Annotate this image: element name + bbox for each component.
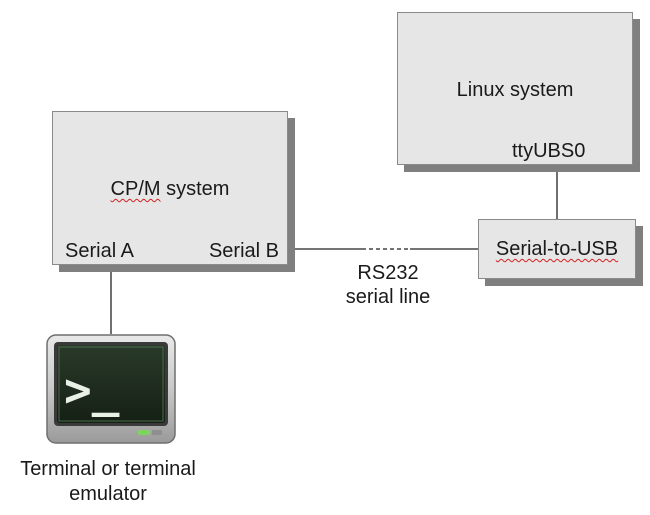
terminal-caption-line2: emulator — [69, 483, 147, 505]
terminal-icon: >_ — [46, 334, 176, 444]
terminal-caption-line1: Terminal or terminal — [20, 458, 196, 480]
linux-system-title: Linux system — [456, 79, 574, 101]
ttyubs0-label: ttyUBS0 — [512, 140, 586, 162]
cpm-title-suffix: system — [160, 178, 230, 200]
serial-to-usb-label: Serial-to-USB — [495, 238, 619, 260]
linux-system-box: Linux system ttyUBS0 — [397, 12, 633, 165]
rs232-label: RS232 serial line — [320, 262, 456, 308]
terminal-caption: Terminal or terminal emulator — [0, 458, 216, 505]
serial-b-label: Serial B — [208, 240, 279, 262]
terminal-prompt: >_ — [64, 363, 120, 417]
serial-to-usb-box: Serial-to-USB — [478, 219, 636, 279]
rs232-line2: serial line — [345, 286, 431, 308]
rs232-line1: RS232 — [357, 262, 419, 284]
cpm-system-box: CP/M system Serial A Serial B — [52, 111, 288, 265]
serial-a-label: Serial A — [65, 240, 134, 262]
cpm-title-prefix: CP/M — [110, 178, 161, 200]
cpm-system-title: CP/M system — [53, 178, 287, 200]
